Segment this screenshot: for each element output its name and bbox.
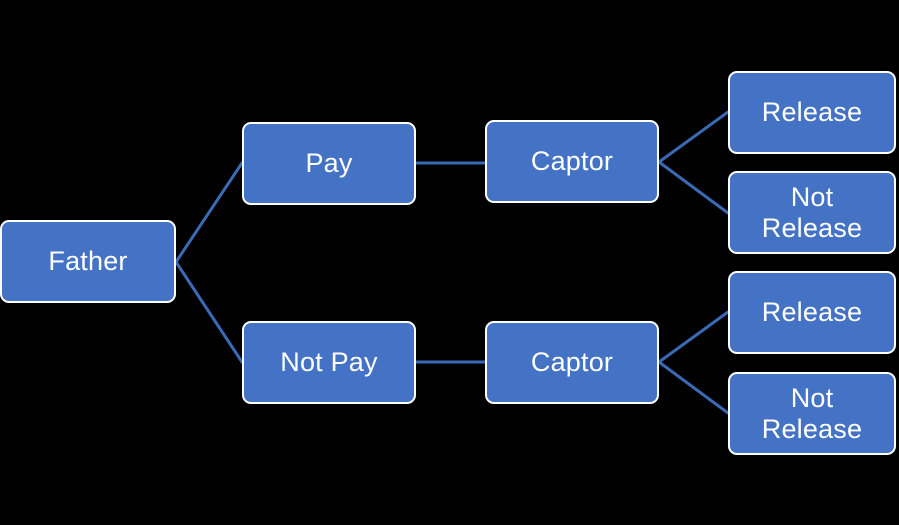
edge-captor-bottom-to-release xyxy=(657,310,730,364)
node-not-release-top[interactable]: Not Release xyxy=(728,171,896,254)
node-label-not-pay: Not Pay xyxy=(280,347,378,378)
edge-captor-top-to-release xyxy=(657,110,730,164)
node-not-release-bottom[interactable]: Not Release xyxy=(728,372,896,455)
node-not-pay[interactable]: Not Pay xyxy=(242,321,416,404)
edge-father-to-pay xyxy=(174,161,244,264)
node-captor-top[interactable]: Captor xyxy=(485,120,659,203)
edge-father-to-not-pay xyxy=(174,260,244,364)
node-pay[interactable]: Pay xyxy=(242,122,416,205)
node-label-pay: Pay xyxy=(305,148,353,179)
node-release-top[interactable]: Release xyxy=(728,71,896,154)
node-label-not-release-top: Not Release xyxy=(761,182,863,243)
node-father[interactable]: Father xyxy=(0,220,176,303)
node-release-bottom[interactable]: Release xyxy=(728,271,896,354)
node-label-not-release-bottom: Not Release xyxy=(761,383,863,444)
node-label-captor-bottom: Captor xyxy=(530,347,614,378)
node-label-father: Father xyxy=(48,246,128,277)
edge-captor-bottom-to-not-release xyxy=(657,360,730,415)
node-label-release-bottom: Release xyxy=(761,297,863,328)
node-label-captor-top: Captor xyxy=(530,146,614,177)
node-captor-bottom[interactable]: Captor xyxy=(485,321,659,404)
edge-captor-top-to-not-release xyxy=(657,160,730,215)
node-label-release-top: Release xyxy=(761,97,863,128)
